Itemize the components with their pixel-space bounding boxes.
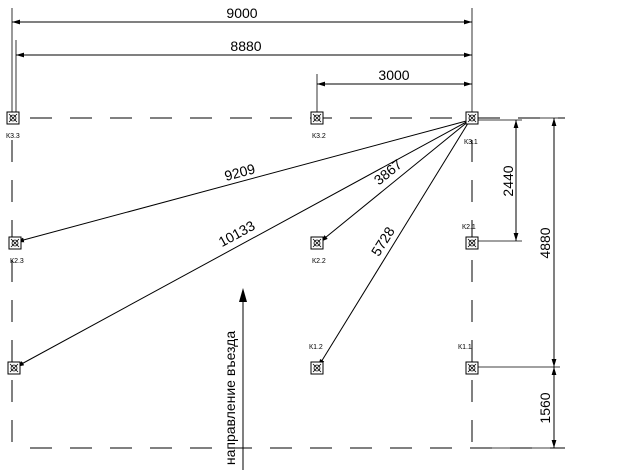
diagonal-to-k13 <box>15 119 471 368</box>
diagonal-label-5728: 5728 <box>368 224 398 259</box>
marker-k13 <box>7 361 21 375</box>
marker-label-k23: К2.3 <box>10 258 24 265</box>
dimension-label-8880: 8880 <box>230 38 261 54</box>
marker-k11: К1.1 <box>458 344 479 375</box>
dimension-label-9000: 9000 <box>226 5 257 21</box>
diagonal-to-k22 <box>319 119 471 243</box>
dimension-label-3000: 3000 <box>378 67 409 83</box>
marker-k12: К1.2 <box>309 344 324 375</box>
dimension-label-2440: 2440 <box>500 165 516 196</box>
diagonal-label-9209: 9209 <box>223 160 257 184</box>
diagonal-label-10133: 10133 <box>216 217 258 250</box>
marker-label-k12: К1.2 <box>309 344 323 351</box>
marker-label-k11: К1.1 <box>458 344 472 351</box>
marker-k22: К2.2 <box>310 236 326 265</box>
diagonal-label-3867: 3867 <box>371 156 405 188</box>
dimension-8880: 8880 <box>15 38 472 118</box>
diagonal-to-k12 <box>317 119 471 368</box>
marker-k21: К2.1 <box>462 224 479 250</box>
dimension-label-1560: 1560 <box>537 392 553 423</box>
marker-k33: К3.3 <box>6 111 20 140</box>
marker-label-k31: К3.1 <box>464 139 478 146</box>
dimension-4880: 4880 <box>478 117 560 368</box>
grid-lines <box>11 117 565 449</box>
dimension-1560: 1560 <box>478 367 560 449</box>
marker-label-k22: К2.2 <box>312 258 326 265</box>
dimension-label-4880: 4880 <box>537 227 553 258</box>
marker-label-k33: К3.3 <box>6 133 20 140</box>
marker-label-k21: К2.1 <box>462 224 476 231</box>
dimension-9000: 9000 <box>11 5 473 118</box>
marker-k31: К3.1 <box>464 111 479 146</box>
direction-arrow: направление въезда <box>222 288 247 470</box>
dimension-2440: 2440 <box>478 119 522 242</box>
dimension-3000: 3000 <box>316 67 472 118</box>
marker-k32: К3.2 <box>310 111 326 140</box>
diagonal-to-k23 <box>15 119 471 243</box>
direction-label: направление въезда <box>222 331 238 465</box>
marker-label-k32: К3.2 <box>312 133 326 140</box>
marker-k23: К2.3 <box>8 236 24 265</box>
